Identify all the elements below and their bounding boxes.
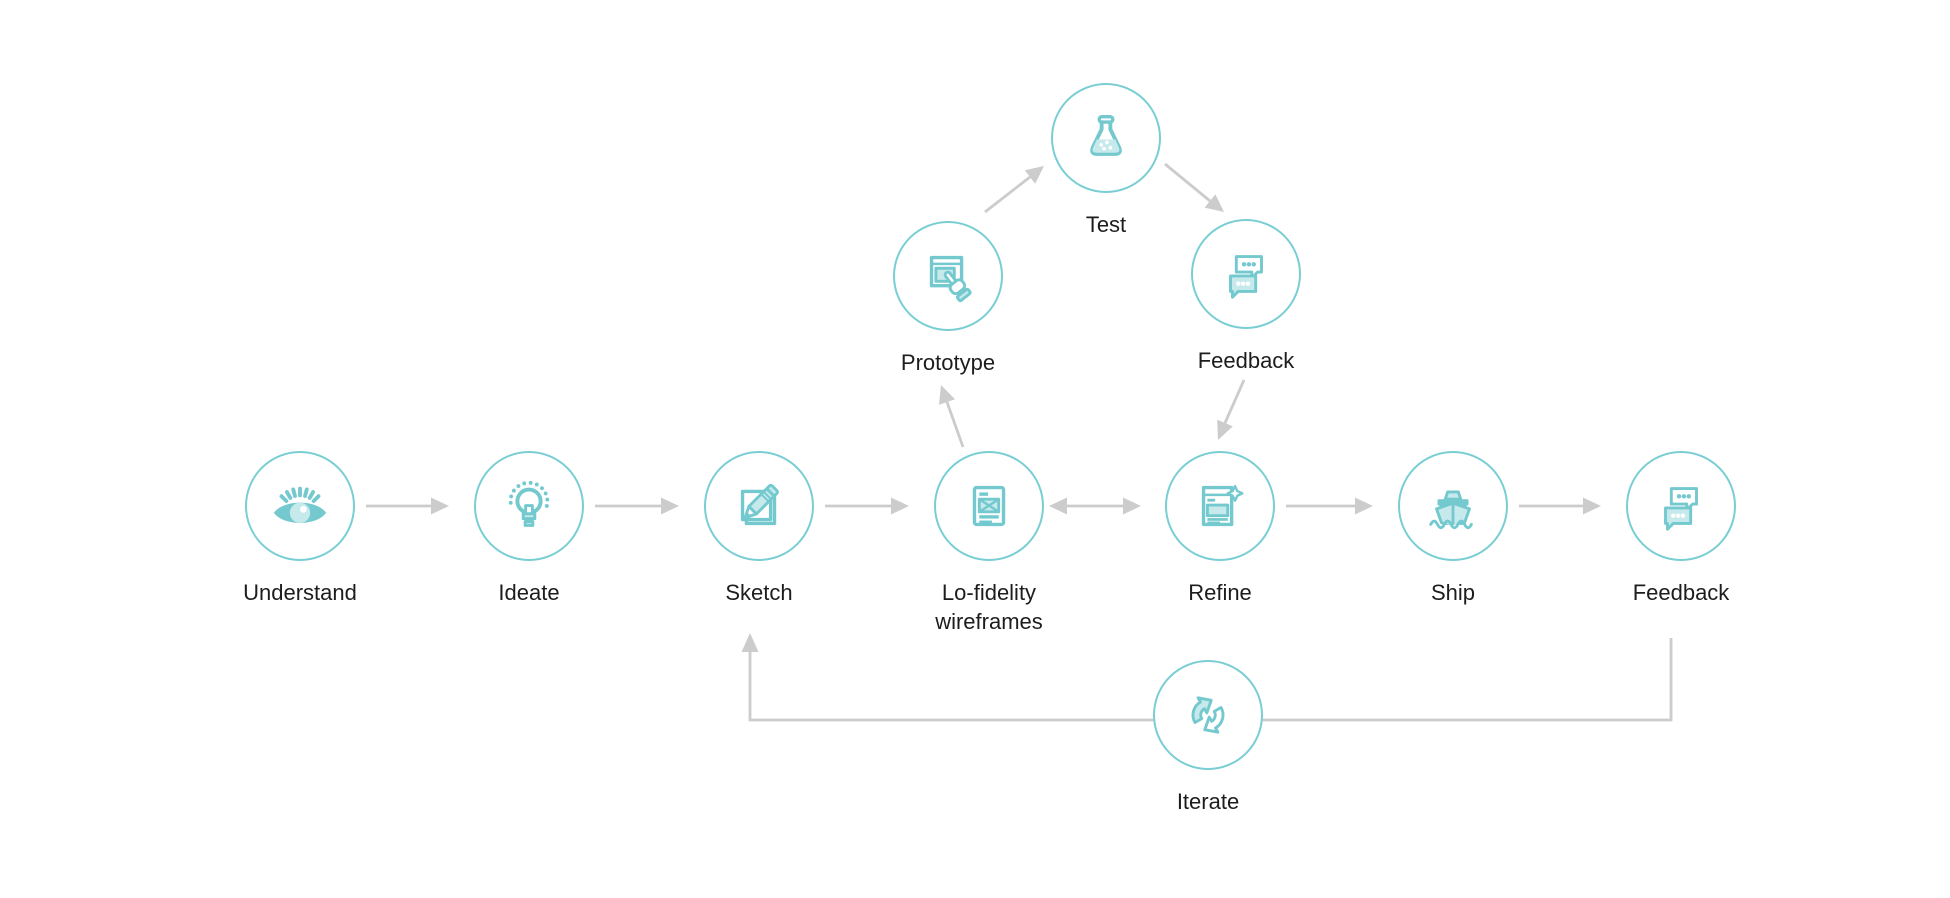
- node-circle: [474, 451, 584, 561]
- ship-icon: [1429, 490, 1477, 534]
- node-label: Ship: [1430, 580, 1476, 605]
- speech-bubbles-icon: [1229, 255, 1263, 299]
- speech-bubbles-icon: [1664, 487, 1698, 531]
- node-refine: Refine: [1110, 451, 1330, 607]
- node-label: Sketch: [725, 580, 793, 605]
- document-sparkle-icon: [1201, 484, 1244, 527]
- node-circle: [1051, 83, 1161, 193]
- arrow-wireframes-to-prototype: [939, 385, 965, 448]
- node-label: Prototype: [900, 350, 996, 375]
- node-circle: [893, 221, 1003, 331]
- node-label: Refine: [1188, 580, 1252, 605]
- node-label: Feedback: [1632, 580, 1730, 605]
- node-label: Test: [1085, 212, 1127, 237]
- node-circle: [245, 451, 355, 561]
- node-sketch: Sketch: [649, 451, 869, 607]
- arrow-feedback-top-to-refine: [1217, 379, 1246, 440]
- flask-icon: [1090, 114, 1122, 156]
- tap-screen-icon: [929, 255, 972, 303]
- node-label: Iterate: [1176, 789, 1240, 814]
- node-label: Understand: [243, 580, 357, 605]
- pencil-square-icon: [740, 483, 779, 526]
- lightbulb-icon: [508, 480, 550, 527]
- node-ship: Ship: [1343, 451, 1563, 607]
- node-lo-fidelity-wireframes: Lo-fidelity wireframes: [879, 451, 1099, 636]
- node-circle: [1153, 660, 1263, 770]
- node-circle: [934, 451, 1044, 561]
- node-ideate: Ideate: [419, 451, 639, 607]
- node-circle: [1191, 219, 1301, 329]
- node-feedback-top: Feedback: [1136, 219, 1356, 375]
- node-understand: Understand: [190, 451, 410, 607]
- node-circle: [1626, 451, 1736, 561]
- node-test: Test: [996, 83, 1216, 239]
- node-prototype: Prototype: [838, 221, 1058, 377]
- node-circle: [1398, 451, 1508, 561]
- node-circle: [1165, 451, 1275, 561]
- node-feedback: Feedback: [1571, 451, 1791, 607]
- wireframe-icon: [972, 485, 1006, 527]
- node-label: Ideate: [498, 580, 560, 605]
- eye-icon: [273, 486, 327, 523]
- node-label: Lo-fidelity wireframes: [935, 580, 1043, 635]
- cycle-icon: [1191, 696, 1225, 734]
- node-iterate: Iterate: [1098, 660, 1318, 816]
- node-circle: [704, 451, 814, 561]
- node-label: Feedback: [1197, 348, 1295, 373]
